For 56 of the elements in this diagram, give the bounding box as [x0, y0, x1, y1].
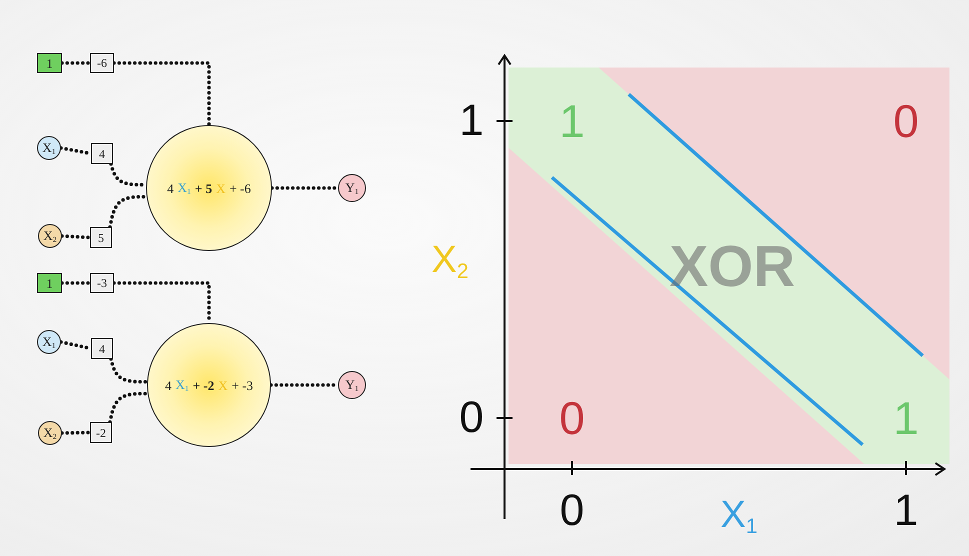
- node-label: 1: [46, 276, 53, 290]
- tick-label: 0: [560, 489, 584, 534]
- node-label: -3: [97, 277, 107, 289]
- term-text: + -3: [232, 378, 254, 392]
- dotted-connector: [60, 234, 92, 240]
- node-label: X$_{2}$: [43, 426, 57, 440]
- dotted-connector: [60, 61, 92, 65]
- chart-title: XOR: [669, 238, 796, 296]
- node-label: -6: [97, 57, 107, 69]
- variable-text: X: [218, 378, 228, 392]
- coefficient-text: 4: [164, 378, 172, 392]
- input-node: [37, 136, 61, 160]
- bias-input-box: [37, 273, 62, 293]
- node-label: X$_{1}$: [42, 140, 56, 156]
- weight-box: [90, 273, 114, 293]
- dotted-connector: [60, 281, 92, 285]
- dotted-connector: [112, 61, 211, 127]
- weight-box: [91, 338, 113, 359]
- tick-label: 0: [459, 396, 484, 440]
- class-label: 1: [893, 395, 919, 441]
- term-text: + -2: [192, 378, 214, 392]
- node-label: X$_{2}$: [43, 228, 57, 244]
- weight-box: [90, 422, 112, 443]
- term-text: + -6: [229, 182, 251, 194]
- axis-label: X$_{2}$: [432, 240, 468, 284]
- variable-text: X: [216, 182, 226, 194]
- node-label: X$_{1}$: [42, 334, 56, 350]
- dotted-connector: [108, 392, 150, 424]
- weight-box: [90, 227, 112, 248]
- class-label: 1: [559, 98, 585, 144]
- output-node: [338, 174, 366, 202]
- input-node: [37, 330, 61, 354]
- node-label: Y$_{1}$: [345, 180, 359, 196]
- dotted-connector: [109, 357, 149, 384]
- node-label: 1: [46, 56, 53, 70]
- node-label: Y$_{1}$: [345, 378, 359, 392]
- bias-input-box: [37, 53, 62, 73]
- axis-label: X$_{1}$: [720, 496, 758, 538]
- dotted-connector: [60, 430, 92, 435]
- term-text: + 5: [194, 182, 212, 194]
- node-label: 5: [98, 232, 104, 244]
- coefficient-text: 4: [167, 182, 174, 194]
- node-label: 4: [99, 342, 105, 354]
- input-node: [38, 224, 62, 248]
- variable-text: X$_{1}$: [175, 378, 189, 392]
- node-label: -2: [96, 426, 106, 438]
- input-node: [38, 421, 62, 445]
- class-label: 0: [893, 98, 919, 144]
- variable-text: X$_{1}$: [178, 180, 191, 196]
- class-label: 0: [559, 395, 585, 441]
- output-node: [338, 371, 366, 399]
- tick-label: 1: [894, 489, 918, 534]
- weight-box: [91, 143, 113, 164]
- node-label: 4: [99, 148, 105, 160]
- tick-label: 1: [459, 99, 484, 143]
- weight-box: [90, 53, 114, 73]
